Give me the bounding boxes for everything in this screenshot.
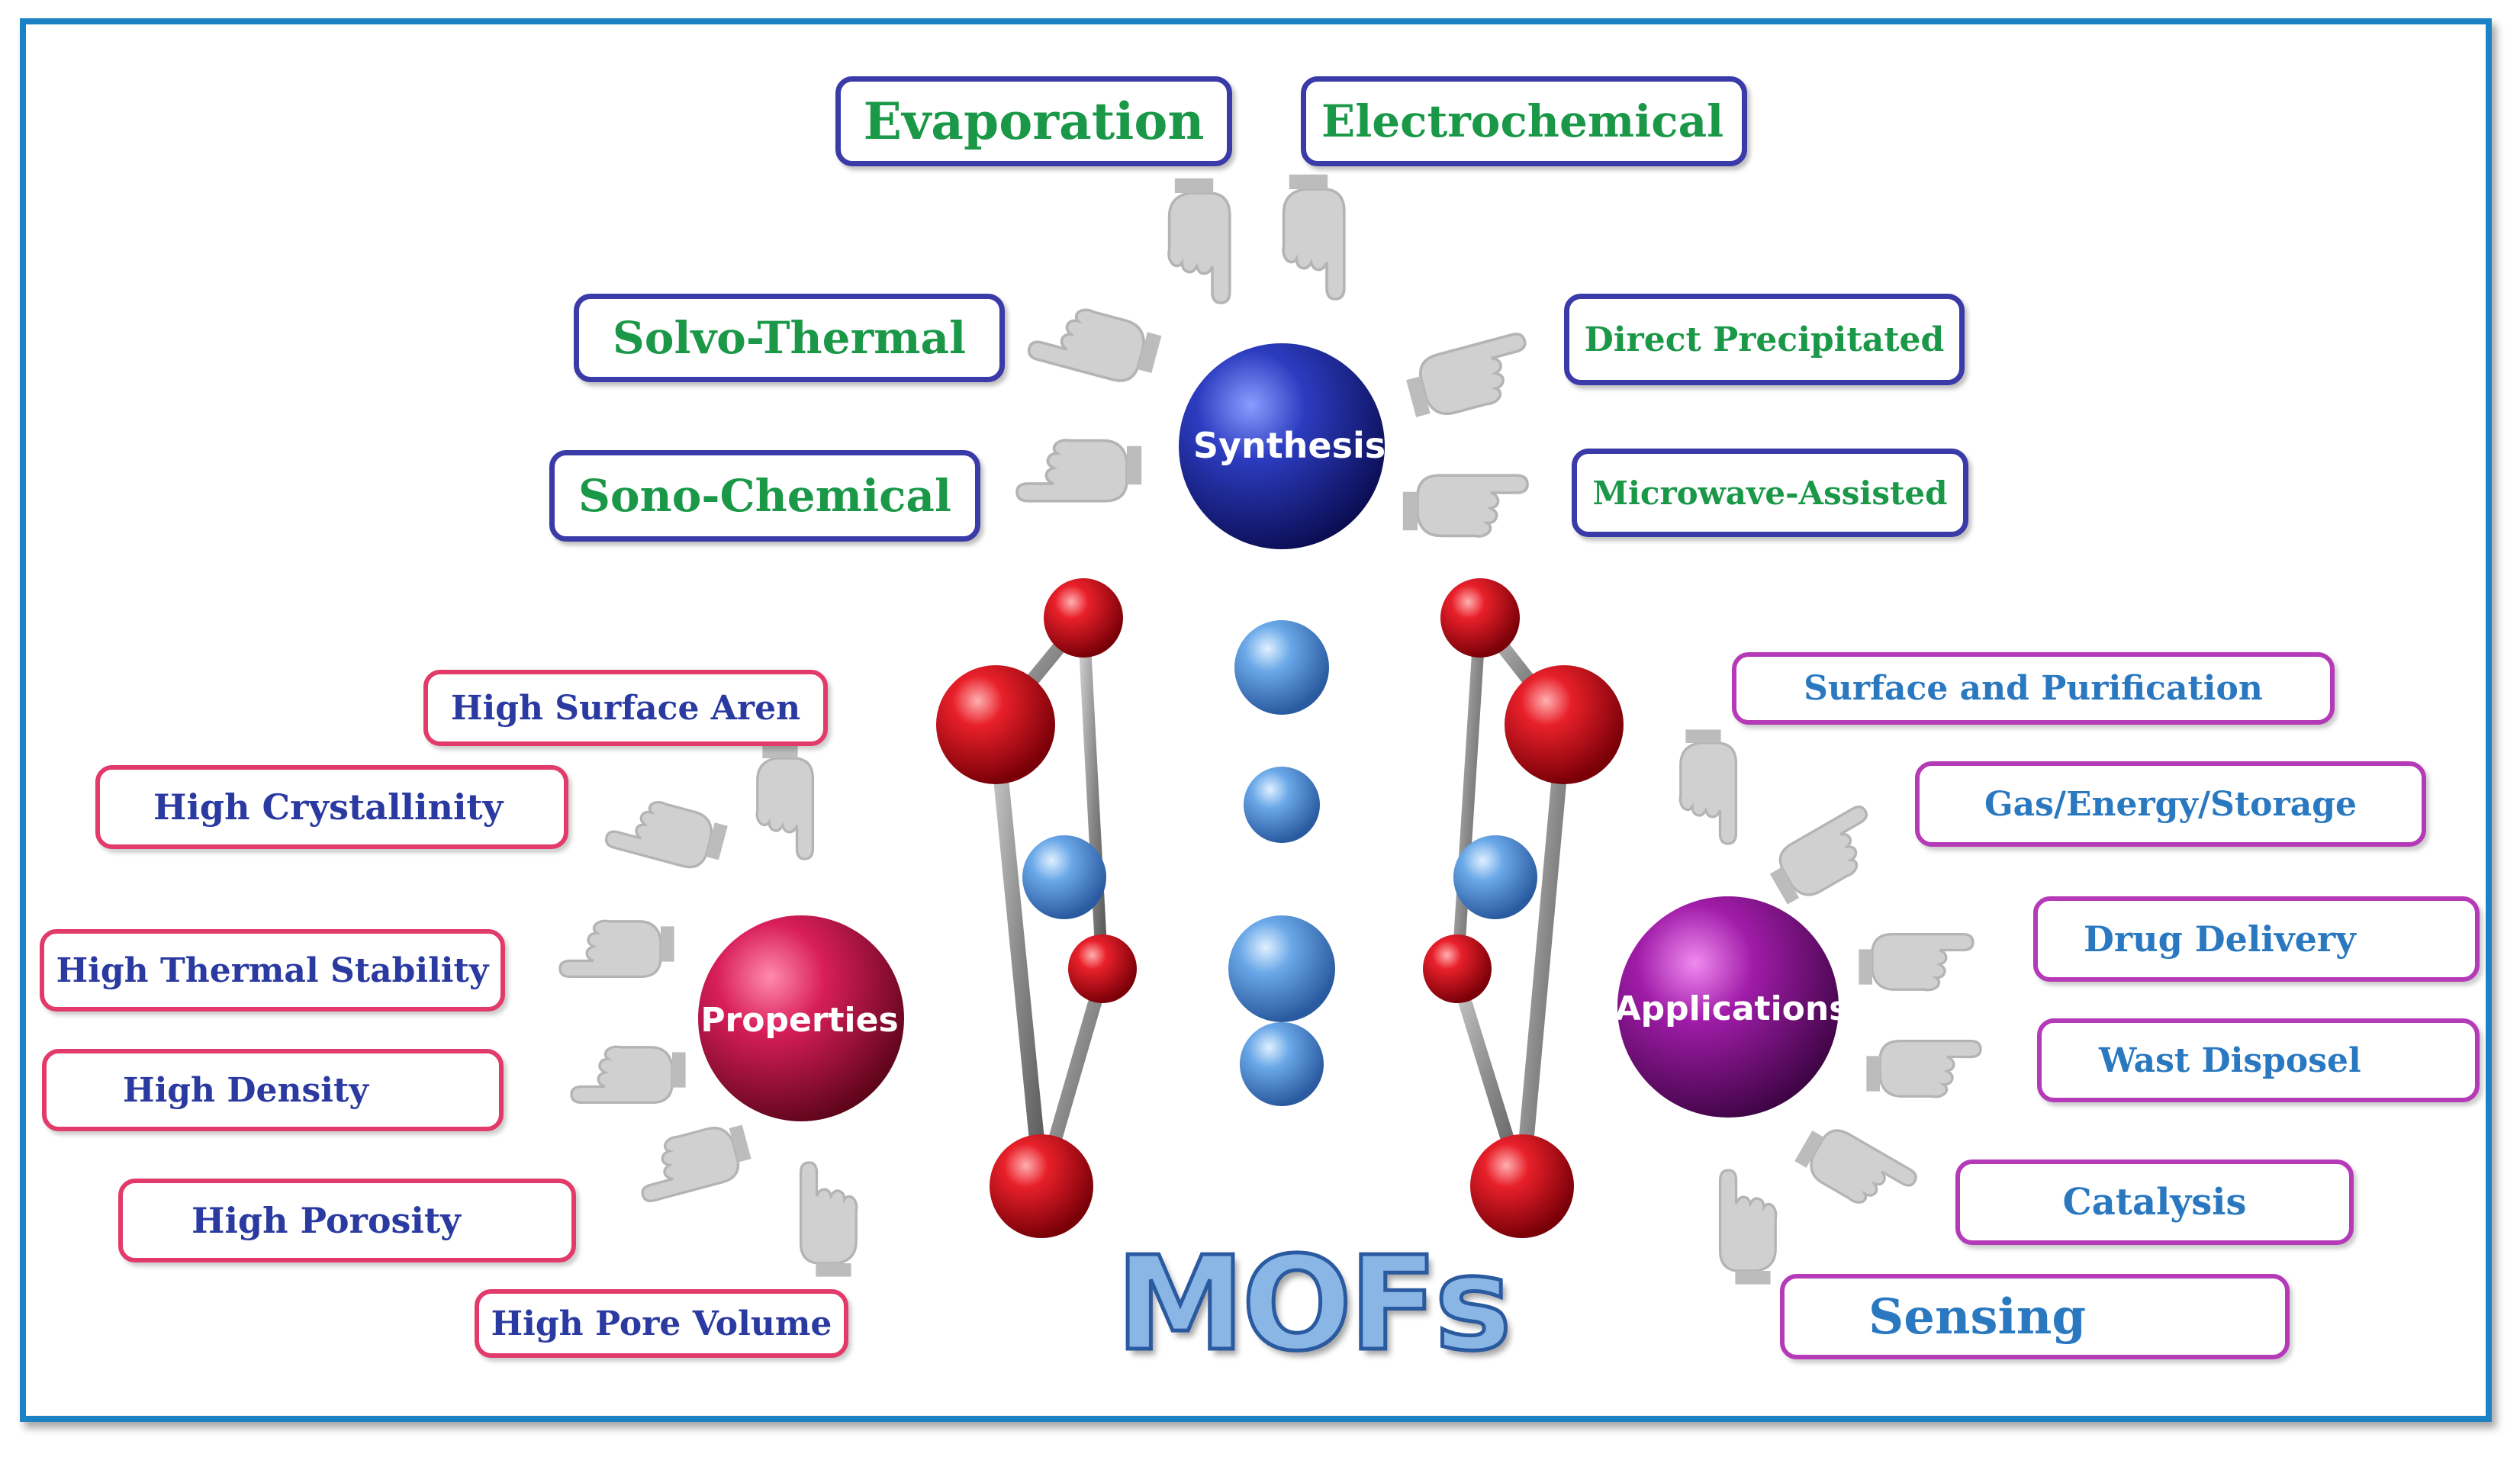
linker-node [1228,915,1335,1022]
application-surface-and-purification: Surface and Purification [1732,652,2335,725]
metal-node [990,1134,1093,1238]
pointing-hand-icon [558,919,676,979]
pointing-hand-icon [1025,296,1165,391]
pointing-hand-icon [1400,330,1540,425]
synthesis-method-evaporation: Evaporation [835,76,1232,166]
linker-node [1453,835,1537,919]
pointing-hand-icon [1761,802,1891,911]
linker-node [1022,835,1106,919]
synthesis-hub-label: Synthesis [1193,425,1386,466]
linker-node [1234,620,1329,715]
application-gas-energy-storage: Gas/Energy/Storage [1915,761,2426,847]
metal-node [1423,934,1492,1003]
pointing-hand-icon [629,1118,757,1205]
metal-node [1068,934,1137,1003]
metal-node [1505,665,1624,784]
property-high-porosity: High Porosity [118,1179,576,1262]
synthesis-method-solvo-thermal: Solvo-Thermal [574,294,1005,382]
pointing-hand-icon [799,1161,858,1278]
pointing-hand-icon [1865,1039,1982,1098]
synthesis-hub: Synthesis [1179,343,1386,549]
applications-hub: Applications [1615,896,1849,1118]
pointing-hand-icon [1678,728,1738,845]
pointing-hand-icon [1015,439,1143,503]
pointing-hand-icon [1167,177,1231,304]
synthesis-method-direct-precipitated: Direct Precipitated [1564,294,1965,385]
mof-lattice-cube [936,578,1624,1238]
property-high-thermal-stability: High Thermal Stability [40,929,505,1012]
property-high-surface-area: High Surface Aren [423,670,828,746]
property-high-pore-volume: High Pore Volume [475,1289,848,1358]
metal-node [1044,578,1123,658]
pointing-hand-icon [570,1045,687,1105]
applications-hub-label: Applications [1615,989,1849,1028]
pointing-hand-icon [603,790,731,876]
synthesis-method-microwave-assisted: Microwave-Assisted [1572,449,1968,537]
application-sensing: Sensing [1780,1274,2290,1359]
pointing-hand-icon [1402,474,1529,538]
metal-node [936,665,1055,784]
metal-node [1470,1134,1574,1238]
pointing-hand-icon [1282,173,1346,301]
synthesis-method-sono-chemical: Sono-Chemical [549,450,980,542]
pointing-hand-icon [1857,932,1974,992]
pointing-hand-icon [1718,1169,1778,1286]
diagram-title: MOFs [1114,1227,1514,1382]
property-high-density: High Density [42,1049,504,1131]
application-waste-disposal: Wast Disposel [2037,1018,2480,1102]
application-drug-delivery: Drug Delivery [2033,896,2480,982]
pointing-hand-icon [755,743,815,860]
properties-hub: Properties [698,915,904,1121]
application-catalysis: Catalysis [1955,1159,2354,1245]
property-high-crystallinity: High Crystallinity [95,765,568,849]
properties-hub-label: Properties [700,1001,898,1040]
metal-node [1440,578,1520,658]
synthesis-method-electrochemical: Electrochemical [1301,76,1747,166]
linker-node [1240,1022,1324,1106]
linker-node [1244,767,1320,843]
pointing-hand-icon [1791,1116,1920,1224]
